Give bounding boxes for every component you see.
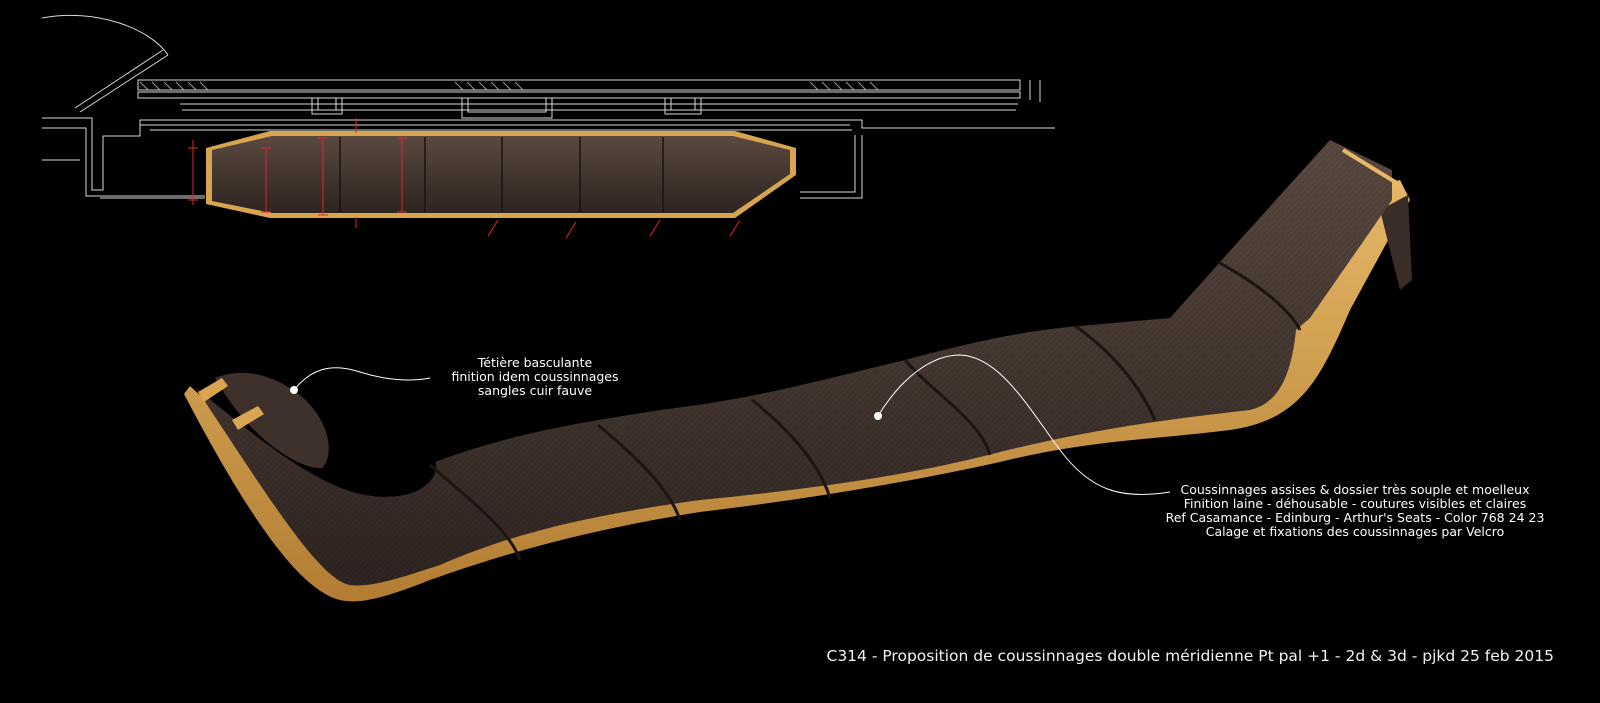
annotation-line: Tétière basculante bbox=[477, 355, 593, 370]
door-swing-arc bbox=[41, 14, 169, 56]
annotation-line: Coussinnages assises & dossier très soup… bbox=[1180, 482, 1530, 497]
plan-cushion-module bbox=[188, 118, 796, 239]
bracket bbox=[664, 98, 702, 115]
annotation-headrest: Tétière basculante finition idem coussin… bbox=[420, 356, 650, 398]
beam-inner bbox=[137, 91, 1021, 99]
wall-outline bbox=[42, 117, 1055, 199]
annotation-line: Calage et fixations des coussinnages par… bbox=[1205, 524, 1505, 539]
cushion-seams bbox=[429, 260, 1302, 561]
dimension-lines bbox=[188, 118, 741, 239]
frame-rail bbox=[180, 80, 1041, 111]
leader-line-headrest bbox=[293, 367, 431, 391]
annotation-line: sangles cuir fauve bbox=[477, 383, 593, 398]
annotation-line: finition idem coussinnages bbox=[451, 369, 619, 384]
bracket bbox=[311, 98, 343, 115]
wood-shell bbox=[184, 180, 1410, 602]
plan-view bbox=[41, 14, 1055, 199]
door-leaf bbox=[74, 49, 169, 113]
headrest-pillow bbox=[215, 372, 329, 469]
drawing-caption: C314 - Proposition de coussinnages doubl… bbox=[826, 647, 1555, 665]
wood-edge bbox=[1341, 148, 1402, 187]
beam-hatch bbox=[139, 81, 879, 91]
leader-dot-cushions bbox=[874, 412, 882, 420]
beam-top bbox=[137, 79, 1021, 91]
annotation-line: Finition laine - déhousable - coutures v… bbox=[1183, 496, 1527, 511]
leader-line-cushions bbox=[877, 354, 1171, 495]
annotation-cushions: Coussinnages assises & dossier très soup… bbox=[1160, 483, 1550, 539]
annotation-line: Ref Casamance - Edinburg - Arthur's Seat… bbox=[1165, 510, 1545, 525]
bracket bbox=[461, 98, 553, 119]
plan-cushion-seams bbox=[339, 137, 664, 212]
daybed-render bbox=[184, 140, 1412, 602]
leader-dot-headrest bbox=[290, 386, 298, 394]
backrest-fin bbox=[1380, 195, 1412, 290]
plan-fabric bbox=[212, 136, 790, 213]
leather-strap bbox=[198, 378, 264, 430]
fabric-texture bbox=[196, 140, 1392, 586]
